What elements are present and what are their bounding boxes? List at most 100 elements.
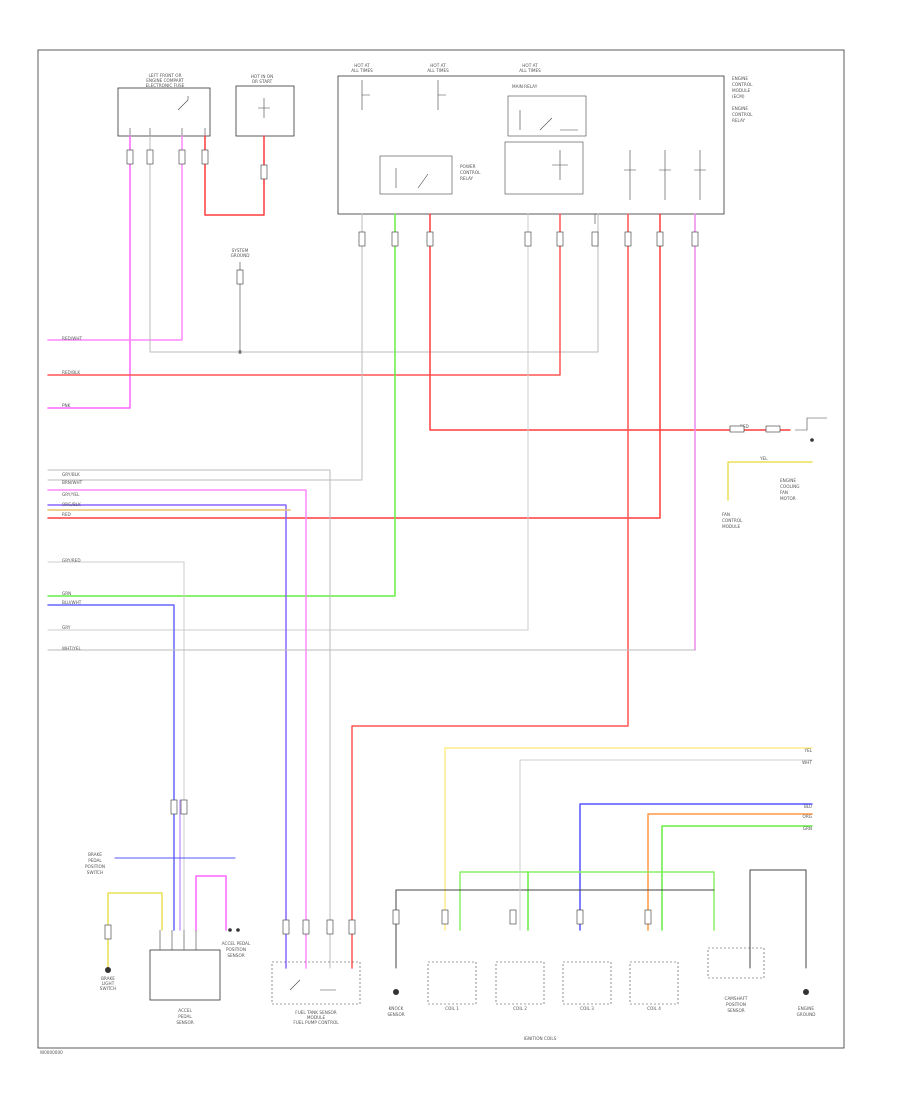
fan-label-3: FAN — [780, 490, 788, 495]
fuse-box-left-label-2: ENGINE COMPART — [146, 78, 184, 83]
lbl-ecm-bus-2: BRN/WHT — [62, 480, 83, 485]
brake-sub-3: POSITION — [85, 864, 105, 869]
ecm-relay-side-3: RELAY — [732, 118, 746, 123]
ecm-header-2a: HOT AT — [430, 63, 446, 68]
fan-sub-3: MODULE — [722, 524, 741, 529]
wire-red-fuel — [351, 213, 629, 969]
lbl-coil-bus-5: GRN — [803, 826, 812, 831]
ignition-coils: COIL 1 COIL 2 COIL 3 COIL 4 IGNITION COI… — [427, 961, 679, 1041]
wire-left-bus-1 — [47, 561, 185, 931]
accel-label-3: SENSOR — [176, 1020, 193, 1025]
ecm-relay-side-2: CONTROL — [732, 112, 753, 117]
accel-sub-3: SENSOR — [227, 953, 244, 958]
wire-pink-brake — [195, 875, 227, 931]
wire-coil-black — [395, 889, 715, 969]
knock1-label-2: SENSOR — [387, 1012, 404, 1017]
lbl-left-bus-4: GRY — [62, 625, 71, 630]
ecm-header-1a: HOT AT — [354, 63, 370, 68]
wire-coil-gray — [519, 759, 813, 931]
lbl-coil-bus-2: WHT — [802, 760, 812, 765]
brake-switch-label-3: SWITCH — [100, 986, 116, 991]
knock-sensor-1: KNOCK SENSOR — [387, 989, 405, 1017]
fuse-box-right-label-2: OR START — [252, 79, 273, 84]
wire-red-ecm-2 — [47, 213, 661, 519]
camshaft-sensor: CAMSHAFT POSITION SENSOR — [707, 947, 765, 1013]
coil-3-label: COIL 3 — [580, 1006, 594, 1011]
wire-labels: RED/WHT RED/BLK PNK GRY/BLK BRN/WHT GRY/… — [62, 336, 813, 831]
ecm-internal-relay-1: POWER — [460, 164, 476, 169]
ecm-header-1b: ALL TIMES — [351, 68, 373, 73]
footer-code: W0000000 — [40, 1050, 63, 1055]
wire-yellow-cooling — [727, 461, 813, 501]
fan-label-2: COOLING — [780, 484, 799, 489]
accel-sub-2: POSITION — [226, 947, 246, 952]
brake-sub-4: SWITCH — [87, 870, 103, 875]
wire-yellow-brake — [107, 892, 163, 969]
fuse-box-left-label-1: LEFT FRONT OR — [148, 73, 181, 78]
wire-pink-2 — [47, 135, 183, 341]
ecm-box: HOT AT ALL TIMES HOT AT ALL TIMES HOT AT… — [337, 63, 753, 224]
connectors — [104, 149, 781, 940]
wire-pink-left — [47, 135, 131, 409]
lbl-left-bus-1: GRY/RED — [62, 558, 81, 563]
lbl-ecm-bus-4: ORG/BLK — [62, 502, 81, 507]
fan-label-1: ENGINE — [780, 478, 796, 483]
wire-bus-3 — [47, 504, 287, 969]
wire-coil-green-2 — [459, 871, 715, 931]
lbl-coil-bus-3: BLU — [804, 804, 812, 809]
fuel-label-2: MODULE — [307, 1015, 326, 1020]
brake-sub-1: BRAKE — [88, 852, 102, 857]
lbl-ecm-bus-3: GRY/YEL — [62, 492, 80, 497]
ecm-side-1: ENGINE — [732, 76, 748, 81]
brake-pedal-sensor: BRAKE PEDAL POSITION SWITCH — [85, 852, 105, 875]
knock1-label-1: KNOCK — [389, 1006, 404, 1011]
ecm-internal-relay-3: RELAY — [460, 176, 474, 181]
lbl-right-side-2: YEL — [759, 456, 768, 461]
engine-ground-label-1: ENGINE — [798, 1006, 814, 1011]
lbl-ecm-bus-1: GRY/BLK — [62, 472, 80, 477]
accel-pedal-sensor: ACCEL PEDAL SENSOR ACCEL PEDAL POSITION … — [149, 928, 251, 1025]
engine-ground: ENGINE GROUND — [797, 989, 816, 1017]
fan-sub-1: FAN — [722, 512, 730, 517]
fuel-tank-module: FUEL TANK SENSOR MODULE FUEL PUMP CONTRO… — [271, 961, 361, 1025]
wire-bus-1 — [47, 469, 331, 969]
ecm-side-2: CONTROL — [732, 82, 753, 87]
ecm-relay-side-1: ENGINE — [732, 106, 748, 111]
coil-2-label: COIL 2 — [513, 1006, 527, 1011]
wire-left-bus-2 — [47, 604, 175, 931]
fuel-label-1: FUEL TANK SENSOR — [295, 1010, 336, 1015]
lbl-left-bus-2: GRN — [62, 591, 71, 596]
fuse-box-right: HOT IN ON OR START — [235, 74, 295, 137]
ecm-relay-label: MAIN RELAY — [512, 84, 538, 89]
ecm-header-2b: ALL TIMES — [427, 68, 449, 73]
ecm-side-4: (ECM) — [732, 94, 745, 99]
wire-red-horizontal — [47, 213, 561, 376]
coil-1-label: COIL 1 — [445, 1006, 459, 1011]
accel-label-1: ACCEL — [178, 1008, 192, 1013]
cooling-fan: ENGINE COOLING FAN MOTOR FAN CONTROL MOD… — [722, 417, 827, 529]
wire-gray-2 — [47, 213, 363, 481]
coil-4-label: COIL 4 — [647, 1006, 661, 1011]
wire-gray-3 — [47, 213, 529, 631]
lbl-coil-bus-1: YEL — [803, 748, 812, 753]
cam-label-2: POSITION — [726, 1002, 746, 1007]
fuse-box-left: LEFT FRONT OR ENGINE COMPART ELECTRONIC … — [117, 73, 211, 137]
wire-red-fuse — [204, 135, 265, 216]
wire-coil-orange — [647, 813, 813, 931]
wire-coil-blue — [579, 803, 813, 931]
fuse-box-left-label-3: ELECTRONIC FUSE — [146, 83, 185, 88]
wire-green — [47, 213, 396, 597]
brake-switch-label-2: LIGHT — [102, 981, 115, 986]
ecm-side-3: MODULE — [732, 88, 751, 93]
ecm-header-3a: HOT AT — [522, 63, 538, 68]
brake-light-switch: BRAKE LIGHT SWITCH — [100, 967, 116, 991]
system-ground-label-1: SYSTEM — [232, 248, 249, 253]
wire-yellow-right — [444, 747, 813, 931]
brake-sub-2: PEDAL — [88, 858, 102, 863]
engine-ground-label-2: GROUND — [797, 1012, 816, 1017]
ecm-internal-relay-2: CONTROL — [460, 170, 481, 175]
cam-label-3: SENSOR — [727, 1008, 744, 1013]
lbl-ecm-bus-5: RED — [62, 512, 71, 517]
accel-sub-1: ACCEL PEDAL — [222, 941, 251, 946]
